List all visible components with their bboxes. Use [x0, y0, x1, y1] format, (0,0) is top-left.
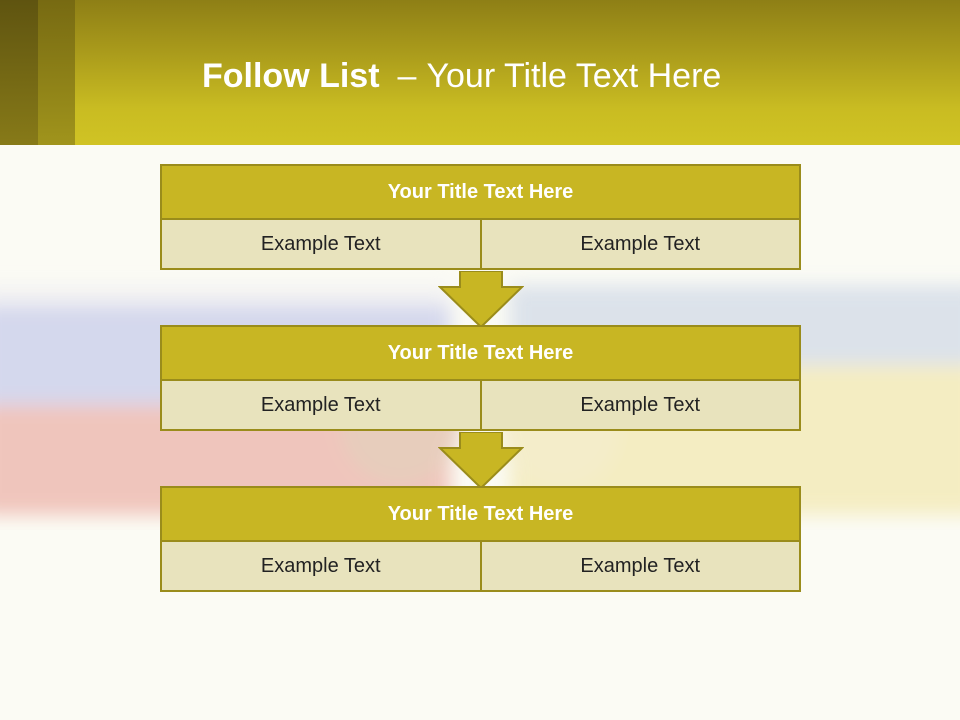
down-arrow-icon	[438, 432, 524, 490]
step-block: Your Title Text Here Example Text Exampl…	[160, 325, 801, 431]
slide-title-rest: Your Title Text Here	[426, 57, 722, 95]
slide-title: Follow List–Your Title Text Here	[202, 54, 721, 98]
step-block: Your Title Text Here Example Text Exampl…	[160, 486, 801, 592]
step-title: Your Title Text Here	[160, 325, 801, 381]
step-cell-right: Example Text	[481, 220, 801, 270]
step-row: Example Text Example Text	[160, 542, 801, 592]
step-cell-right: Example Text	[481, 381, 801, 431]
step-title: Your Title Text Here	[160, 486, 801, 542]
step-cell-left: Example Text	[160, 542, 482, 592]
step-row: Example Text Example Text	[160, 381, 801, 431]
step-cell-right: Example Text	[481, 542, 801, 592]
header-stripe	[38, 0, 75, 145]
header-stripe	[0, 0, 38, 145]
slide-title-bold: Follow List	[202, 57, 380, 95]
down-arrow-icon	[438, 271, 524, 329]
step-title: Your Title Text Here	[160, 164, 801, 220]
step-row: Example Text Example Text	[160, 220, 801, 270]
step-cell-left: Example Text	[160, 381, 482, 431]
title-band	[0, 0, 960, 145]
step-block: Your Title Text Here Example Text Exampl…	[160, 164, 801, 270]
slide-title-separator: –	[397, 57, 417, 95]
step-cell-left: Example Text	[160, 220, 482, 270]
